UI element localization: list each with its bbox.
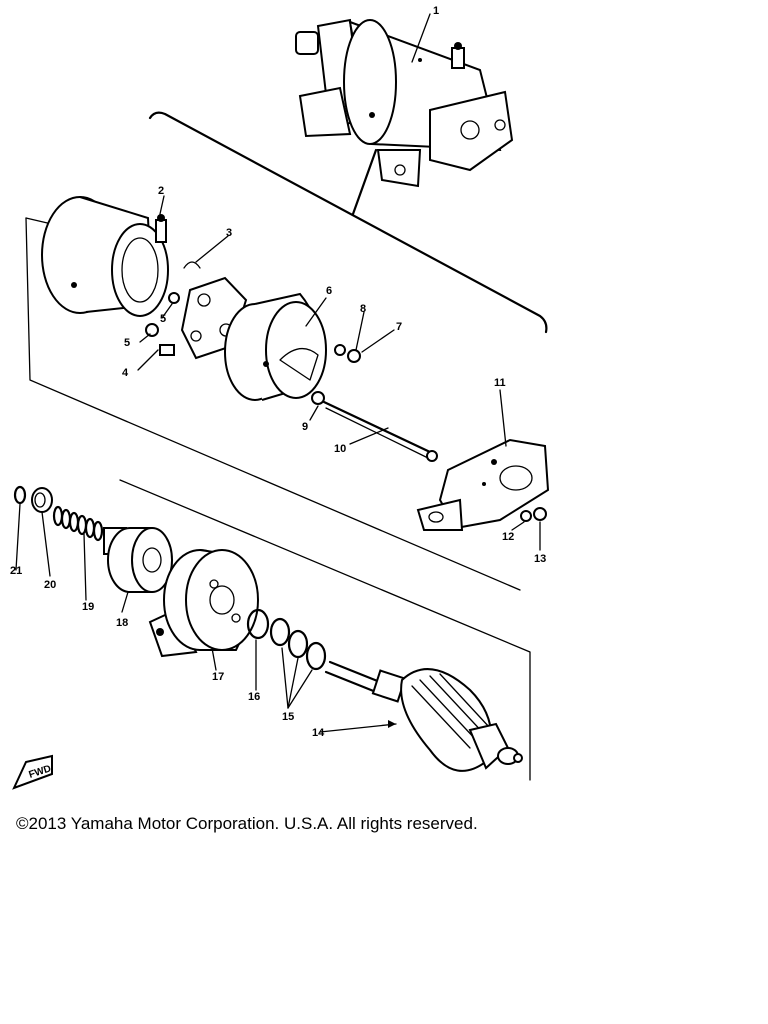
- part-label-4: 4: [122, 367, 129, 379]
- part-label-21: 21: [10, 565, 22, 577]
- middle-subassembly: [25, 195, 550, 591]
- exploded-parts-diagram: FWD 1 2 3 4 5 5 6 7 8 9 10 11 12 13 14 1…: [10, 5, 550, 790]
- part-label-12: 12: [502, 531, 514, 543]
- part-label-7: 7: [396, 321, 402, 333]
- part-label-3: 3: [226, 227, 232, 239]
- part-label-14: 14: [312, 727, 325, 739]
- part-label-5b: 5: [124, 337, 130, 349]
- part-label-15: 15: [282, 711, 294, 723]
- grouping-bracket-stem: [351, 148, 378, 216]
- copyright-notice: ©2013 Yamaha Motor Corporation. U.S.A. A…: [16, 814, 478, 833]
- part-label-2: 2: [158, 185, 164, 197]
- part-label-13: 13: [534, 553, 546, 565]
- part-label-1: 1: [433, 5, 439, 17]
- part-label-10: 10: [334, 443, 346, 455]
- grouping-bracket: [148, 111, 548, 334]
- fwd-arrow-icon: FWD: [12, 754, 53, 790]
- part-label-11: 11: [494, 377, 506, 389]
- part-label-17: 17: [212, 671, 224, 683]
- part-label-16: 16: [248, 691, 260, 703]
- part-label-9: 9: [302, 421, 308, 433]
- starter-motor-assembly-drawing: [295, 13, 514, 188]
- part-label-8: 8: [360, 303, 366, 315]
- part-label-6: 6: [326, 285, 332, 297]
- lower-subassembly: [13, 479, 531, 781]
- part-label-20: 20: [44, 579, 56, 591]
- part-number-labels: 1 2 3 4 5 5 6 7 8 9 10 11 12 13 14 15 16…: [10, 5, 546, 739]
- part-label-5a: 5: [160, 313, 166, 325]
- part-label-18: 18: [116, 617, 128, 629]
- part-label-19: 19: [82, 601, 94, 613]
